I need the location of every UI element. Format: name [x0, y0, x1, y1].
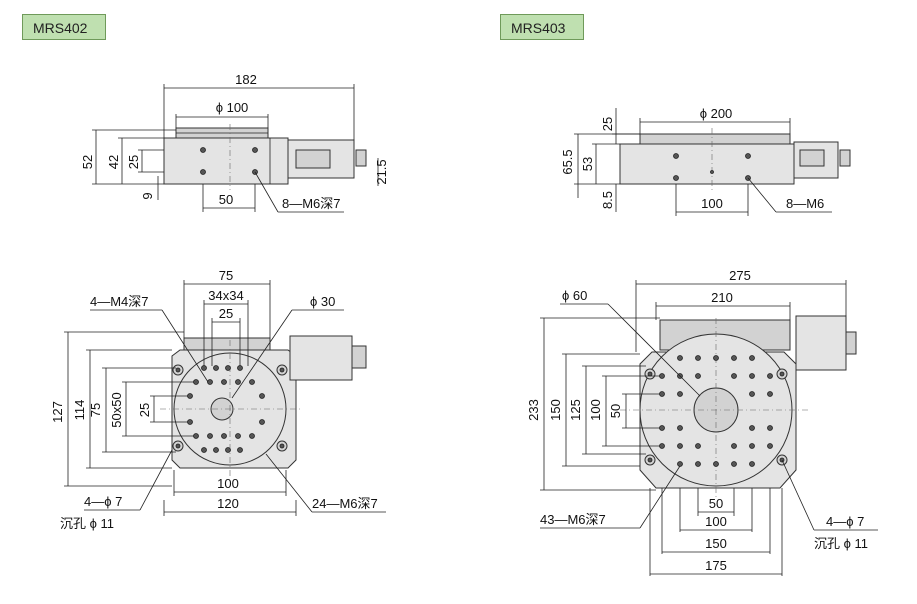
- mrs403-side-body: [619, 143, 795, 185]
- mrs402-grid-holes: [187, 365, 265, 453]
- dim-100-bottom: 100: [217, 476, 239, 491]
- note-8-m6-7: 8—M6深7: [282, 196, 341, 211]
- dim-50-bottom: 50: [709, 496, 723, 511]
- mrs402-top-motor: [289, 335, 353, 381]
- dim-25-side: 25: [600, 117, 615, 131]
- dim-42: 42: [106, 155, 121, 169]
- dim-120: 120: [217, 496, 239, 511]
- note-phi60: ϕ 60: [562, 288, 587, 303]
- dim-127: 127: [50, 401, 65, 423]
- note-counterbore-11-r: 沉孔 ϕ 11: [814, 536, 868, 551]
- dim-21-5: 21.5: [374, 159, 389, 184]
- mrs402-side-view: 182 ϕ 100 52 42 25 9 50 21.5 8—M6深7: [80, 72, 389, 213]
- dim-150-left: 150: [548, 399, 563, 421]
- dim-150-bottom: 150: [705, 536, 727, 551]
- mrs403-side-view: ϕ 200 25 65.5 53 8.5 100 8—M6: [560, 106, 851, 216]
- dim-233: 233: [526, 399, 541, 421]
- note-8-m6: 8—M6: [786, 196, 824, 211]
- dim-275: 275: [729, 268, 751, 283]
- note-43-m6-7: 43—M6深7: [540, 512, 606, 527]
- mrs402-side-body: [163, 137, 289, 185]
- dim-50x50: 50x50: [109, 392, 124, 427]
- mrs402-top-view: 75 34x34 25 4—M4深7 ϕ 30 127 114 75: [50, 268, 386, 531]
- model-tag-mrs402: MRS402: [22, 14, 106, 40]
- dim-25-top: 25: [219, 306, 233, 321]
- dim-34x34: 34x34: [208, 288, 243, 303]
- note-counterbore-11: 沉孔 ϕ 11: [60, 516, 114, 531]
- dim-53: 53: [580, 157, 595, 171]
- dim-65-5: 65.5: [560, 149, 575, 174]
- dim-210: 210: [711, 290, 733, 305]
- dim-phi100: ϕ 100: [216, 100, 249, 115]
- dim-75-left: 75: [88, 403, 103, 417]
- dim-175: 175: [705, 558, 727, 573]
- model-tag-mrs403: MRS403: [500, 14, 584, 40]
- dim-52: 52: [80, 155, 95, 169]
- dim-100-left: 100: [588, 399, 603, 421]
- mrs403-side-table: [639, 133, 791, 145]
- dim-phi200: ϕ 200: [700, 106, 733, 121]
- note-4-phi7: 4—ϕ 7: [84, 494, 122, 509]
- mrs403-top-motor: [795, 315, 847, 371]
- dim-182: 182: [235, 72, 257, 87]
- mrs403-top-view: 275 210 ϕ 60 233 150 125 100 50: [526, 268, 878, 576]
- note-4-phi7-r: 4—ϕ 7: [826, 514, 864, 529]
- dim-100-side: 100: [701, 196, 723, 211]
- note-4-m4-7: 4—M4深7: [90, 294, 149, 309]
- dim-50-left: 50: [608, 404, 623, 418]
- dim-50: 50: [219, 192, 233, 207]
- dim-9: 9: [140, 192, 155, 199]
- dim-100-bottom-r: 100: [705, 514, 727, 529]
- dim-25-left: 25: [137, 403, 152, 417]
- dim-8-5: 8.5: [600, 191, 615, 209]
- dim-125: 125: [568, 399, 583, 421]
- note-phi30: ϕ 30: [310, 294, 335, 309]
- dim-114: 114: [72, 400, 87, 421]
- note-24-m6-7: 24—M6深7: [312, 496, 378, 511]
- dim-25: 25: [126, 155, 141, 169]
- dim-75-top: 75: [219, 268, 233, 283]
